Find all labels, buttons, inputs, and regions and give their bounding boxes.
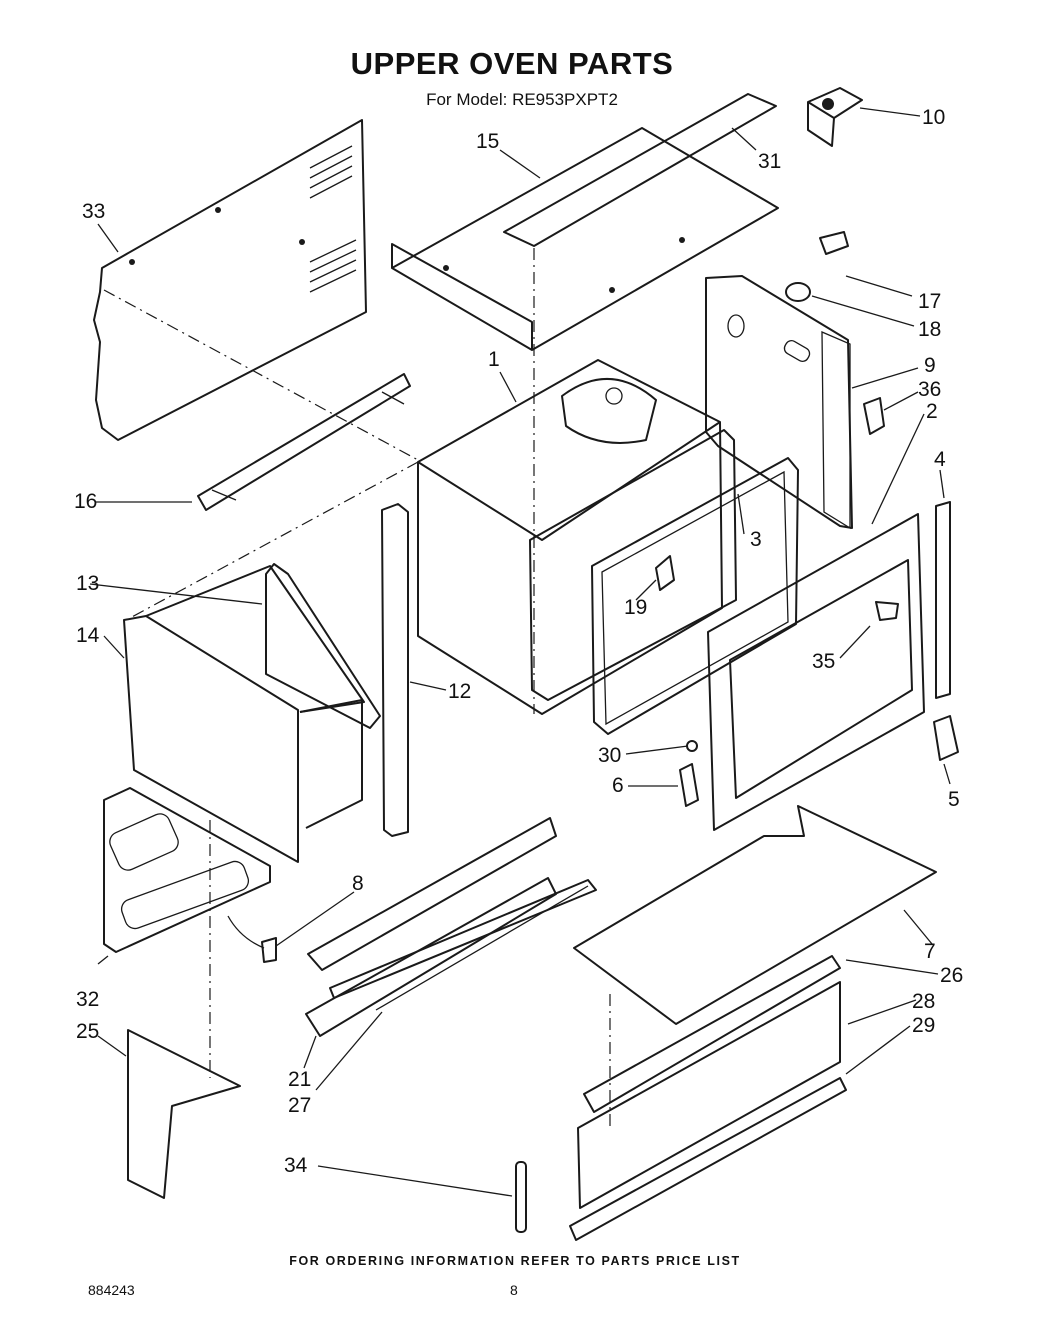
part-3-door-gasket xyxy=(529,429,799,735)
part-27-bake-element xyxy=(329,879,597,1011)
callout-9: 9 xyxy=(924,354,936,377)
callout-6: 6 xyxy=(612,774,624,797)
callout-3: 3 xyxy=(750,528,762,551)
part-28-lower-panel-with-logo xyxy=(577,981,841,1209)
part-34-pin xyxy=(515,1161,527,1233)
part-18-light-bulb xyxy=(785,282,811,302)
callout-26: 26 xyxy=(940,964,963,987)
model-subtitle: For Model: RE953PXPT2 xyxy=(426,90,618,109)
part-12-post xyxy=(381,503,409,837)
part-36-clip xyxy=(863,397,885,435)
part-2-door-frame xyxy=(707,513,925,831)
part-16-rail xyxy=(197,373,411,511)
callout-7: 7 xyxy=(924,940,936,963)
part-6-hinge-bracket xyxy=(679,763,699,807)
callout-2: 2 xyxy=(926,400,938,423)
ordering-note: FOR ORDERING INFORMATION REFER TO PARTS … xyxy=(289,1254,741,1268)
part-19-hook xyxy=(655,555,675,591)
callout-34: 34 xyxy=(284,1154,308,1177)
callout-29: 29 xyxy=(912,1014,935,1037)
document-number: 884243 xyxy=(88,1282,135,1298)
part-4-trim-strip xyxy=(935,501,951,699)
callout-17: 17 xyxy=(918,290,941,313)
callout-36: 36 xyxy=(918,378,941,401)
part-17-lamp-socket xyxy=(819,231,849,255)
part-14-duct-box xyxy=(123,565,365,863)
callout-13: 13 xyxy=(76,572,99,595)
part-8-connector xyxy=(227,915,277,963)
part-32-lower-panel xyxy=(103,787,271,953)
callout-33: 33 xyxy=(82,200,105,223)
callout-25: 25 xyxy=(76,1020,99,1043)
callout-21: 21 xyxy=(288,1068,311,1091)
page-title: UPPER OVEN PARTS xyxy=(350,46,674,81)
part-30-screw xyxy=(686,740,698,752)
callout-1: 1 xyxy=(488,348,500,371)
part-9-rear-panel xyxy=(705,275,853,530)
callout-15: 15 xyxy=(476,130,499,153)
callout-numbers: 10 31 15 33 17 18 9 36 2 1 4 16 3 13 19 … xyxy=(74,106,963,1177)
part-1-oven-cavity xyxy=(417,359,723,715)
callout-19: 19 xyxy=(624,596,647,619)
callout-10: 10 xyxy=(922,106,945,129)
callout-14: 14 xyxy=(76,624,100,647)
callout-16: 16 xyxy=(74,490,97,513)
part-35-latch xyxy=(875,601,899,621)
callout-8: 8 xyxy=(352,872,364,895)
part-13-brace xyxy=(265,563,381,729)
callout-12: 12 xyxy=(448,680,471,703)
part-7-oven-bottom xyxy=(573,805,937,1025)
callout-35: 35 xyxy=(812,650,835,673)
page-number: 8 xyxy=(510,1282,518,1298)
part-33-side-panel xyxy=(93,119,367,441)
part-15-top-panel xyxy=(391,93,779,351)
callout-27: 27 xyxy=(288,1094,311,1117)
part-10-bracket xyxy=(807,87,863,147)
callout-28: 28 xyxy=(912,990,935,1013)
callout-4: 4 xyxy=(934,448,946,471)
callout-18: 18 xyxy=(918,318,941,341)
callout-31: 31 xyxy=(758,150,781,173)
leader-lines xyxy=(89,107,951,1197)
part-5-hinge xyxy=(933,715,959,761)
callout-30: 30 xyxy=(598,744,621,767)
part-25-duct xyxy=(127,1029,241,1199)
callout-5: 5 xyxy=(948,788,960,811)
part-26-trim xyxy=(583,955,841,1113)
callout-32: 32 xyxy=(76,988,99,1011)
part-29-bottom-trim xyxy=(569,1077,847,1241)
alignment-lines xyxy=(103,248,611,1130)
